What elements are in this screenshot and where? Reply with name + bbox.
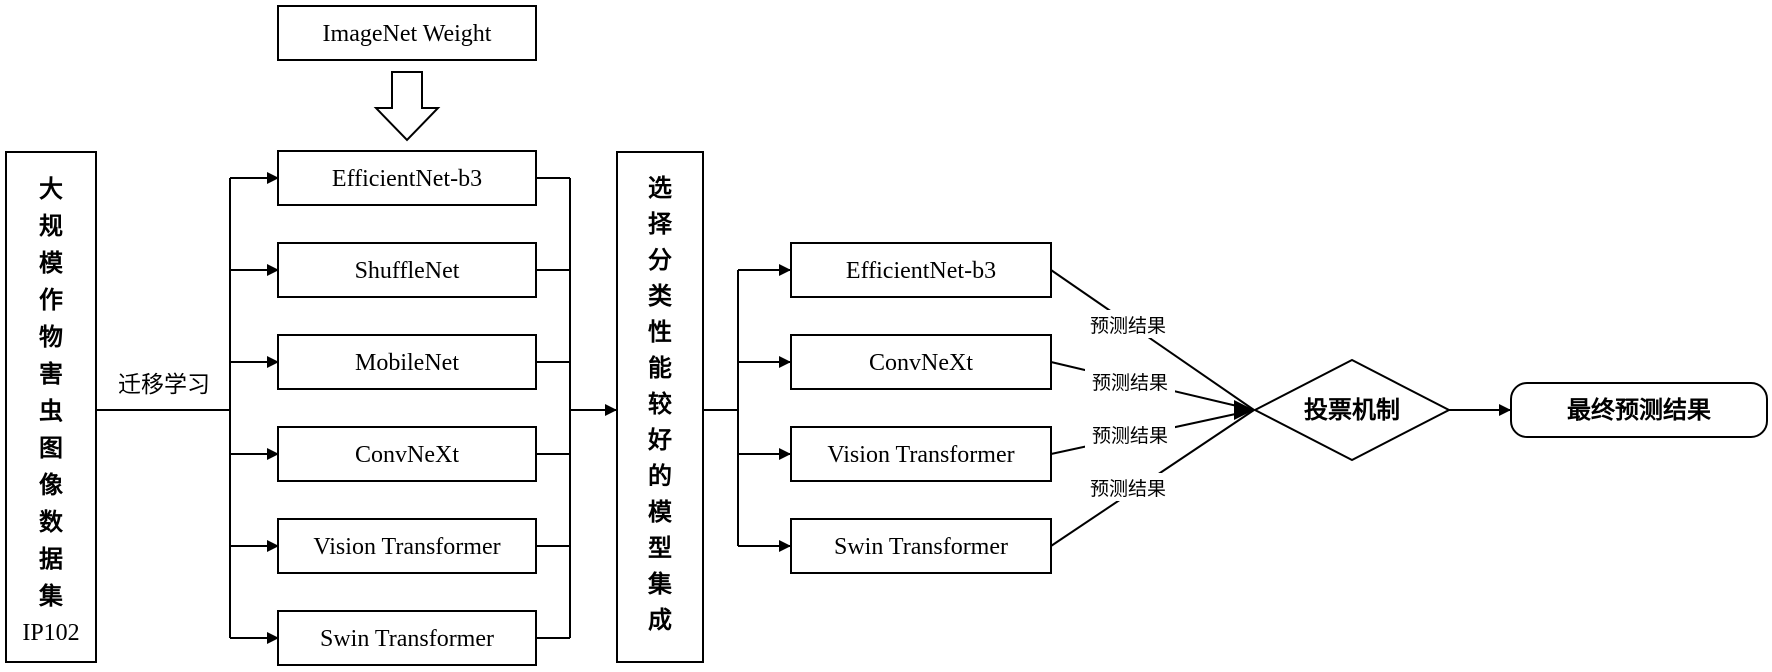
dataset-char: 图 xyxy=(39,434,63,462)
candidate-model-node: Vision Transformer xyxy=(277,518,537,574)
selection-char: 较 xyxy=(648,390,672,418)
pretrained-weight-node: ImageNet Weight xyxy=(277,5,537,61)
ensemble-model-node: ConvNeXt xyxy=(790,334,1052,390)
dataset-char: 物 xyxy=(39,323,63,351)
dataset-char: 像 xyxy=(39,471,64,499)
candidate-model-label: EfficientNet-b3 xyxy=(332,166,482,192)
dataset-char: 规 xyxy=(39,212,63,240)
ensemble-model-node: Vision Transformer xyxy=(790,426,1052,482)
ensemble-model-label: ConvNeXt xyxy=(869,350,973,376)
dataset-char: 据 xyxy=(39,545,63,573)
candidate-model-label: MobileNet xyxy=(355,350,459,376)
candidate-model-node: MobileNet xyxy=(277,334,537,390)
ensemble-model-node: Swin Transformer xyxy=(790,518,1052,574)
selection-char: 的 xyxy=(648,462,672,490)
label-backdrop xyxy=(1083,310,1173,338)
selection-char: 择 xyxy=(648,210,673,238)
voting-label: 投票机制 xyxy=(1304,396,1400,424)
dataset-char: 大 xyxy=(39,175,63,203)
prediction-line xyxy=(1050,269,1255,411)
selection-char: 能 xyxy=(648,354,672,382)
selection-char: 性 xyxy=(648,318,672,346)
weight-transfer-arrow xyxy=(373,71,441,142)
pretrained-weight-label: ImageNet Weight xyxy=(323,21,492,47)
prediction-label: 预测结果 xyxy=(1090,478,1166,500)
input-dataset-node: 大 规 模 作 物 害 虫 图 像 数 据 集 IP102 xyxy=(5,151,97,663)
candidate-model-label: ShuffleNet xyxy=(355,258,460,284)
dataset-char: 害 xyxy=(39,360,63,388)
candidate-model-node: EfficientNet-b3 xyxy=(277,150,537,206)
candidate-model-node: Swin Transformer xyxy=(277,610,537,666)
selection-char: 模 xyxy=(648,498,673,526)
final-output-label: 最终预测结果 xyxy=(1567,396,1711,424)
selection-char: 成 xyxy=(648,606,672,634)
dataset-char: 数 xyxy=(39,508,64,536)
ensemble-model-node: EfficientNet-b3 xyxy=(790,242,1052,298)
arrow-to-voting xyxy=(1234,400,1254,420)
voting-node: 投票机制 xyxy=(1252,358,1452,462)
selection-node: 选 择 分 类 性 能 较 好 的 模 型 集 成 xyxy=(616,151,704,663)
dataset-char: 集 xyxy=(38,582,64,610)
selection-char: 类 xyxy=(648,282,673,310)
candidate-model-node: ShuffleNet xyxy=(277,242,537,298)
prediction-label: 预测结果 xyxy=(1092,425,1168,447)
ensemble-model-label: Vision Transformer xyxy=(827,442,1014,468)
dataset-char: 模 xyxy=(39,249,64,277)
label-backdrop xyxy=(1083,473,1173,501)
selection-char: 集 xyxy=(647,570,673,598)
label-backdrop xyxy=(1085,367,1175,395)
candidate-model-label: ConvNeXt xyxy=(355,442,459,468)
candidate-model-label: Vision Transformer xyxy=(313,534,500,560)
dataset-char: 作 xyxy=(39,286,63,314)
prediction-label: 预测结果 xyxy=(1090,315,1166,337)
selection-char: 好 xyxy=(647,426,672,454)
selection-char: 选 xyxy=(648,174,672,202)
transfer-learning-label: 迁移学习 xyxy=(118,372,210,398)
prediction-label: 预测结果 xyxy=(1092,372,1168,394)
ensemble-model-label: EfficientNet-b3 xyxy=(846,258,996,284)
selection-char: 分 xyxy=(648,246,672,274)
ensemble-model-label: Swin Transformer xyxy=(834,534,1008,560)
label-backdrop xyxy=(1085,420,1175,448)
dataset-tag: IP102 xyxy=(22,620,79,646)
candidate-model-node: ConvNeXt xyxy=(277,426,537,482)
final-output-node: 最终预测结果 xyxy=(1510,382,1768,438)
candidate-model-label: Swin Transformer xyxy=(320,626,494,652)
selection-char: 型 xyxy=(648,534,672,562)
dataset-char: 虫 xyxy=(39,397,63,425)
